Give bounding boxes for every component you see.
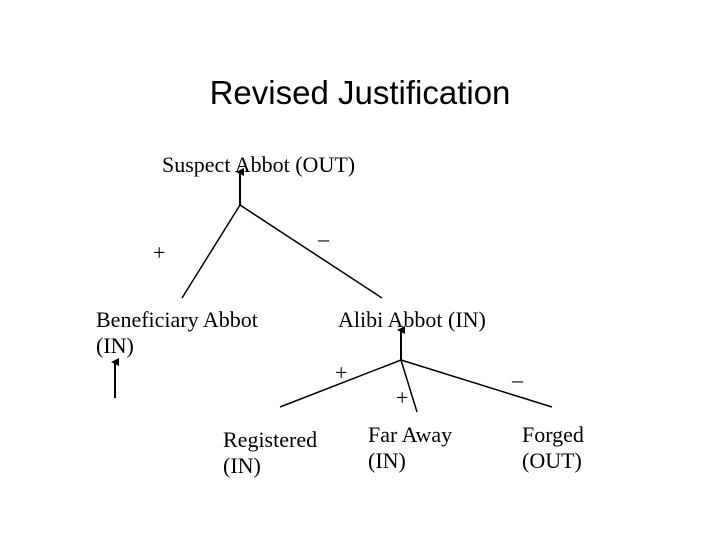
- slide-title: Revised Justification: [209, 74, 511, 111]
- node-far-away-status: (IN): [368, 448, 406, 473]
- node-beneficiary-abbot: Beneficiary Abbot (IN): [96, 307, 258, 359]
- alibi-to-faraway-link: [400, 359, 418, 413]
- node-far-away-label: Far Away: [368, 422, 453, 447]
- node-registered-status: (IN): [223, 453, 261, 478]
- suspect-plus-sign: +: [153, 240, 166, 265]
- node-registered-label: Registered: [223, 427, 318, 452]
- alibi-plus-sign-left: +: [335, 360, 348, 385]
- node-alibi-abbot: Alibi Abbot (IN): [338, 307, 486, 333]
- node-forged: Forged (OUT): [522, 422, 584, 474]
- node-suspect-abbot-label: Suspect Abbot (OUT): [162, 152, 356, 177]
- node-far-away: Far Away (IN): [368, 422, 452, 474]
- suspect-minus-sign: –: [318, 226, 329, 251]
- node-registered: Registered (IN): [223, 427, 317, 479]
- alibi-to-forged-link: [400, 359, 553, 408]
- alibi-minus-sign: –: [512, 367, 523, 392]
- suspect-to-alibi-link: [239, 204, 383, 299]
- alibi-plus-sign-mid: +: [396, 385, 409, 410]
- node-forged-status: (OUT): [522, 448, 582, 473]
- node-beneficiary-abbot-status: (IN): [96, 333, 134, 358]
- node-forged-label: Forged: [522, 422, 584, 447]
- node-beneficiary-abbot-label: Beneficiary Abbot: [96, 307, 258, 332]
- alibi-to-registered-link: [279, 359, 402, 408]
- node-suspect-abbot: Suspect Abbot (OUT): [162, 152, 355, 178]
- suspect-to-beneficiary-link: [181, 204, 241, 299]
- node-alibi-abbot-label: Alibi Abbot (IN): [338, 307, 486, 332]
